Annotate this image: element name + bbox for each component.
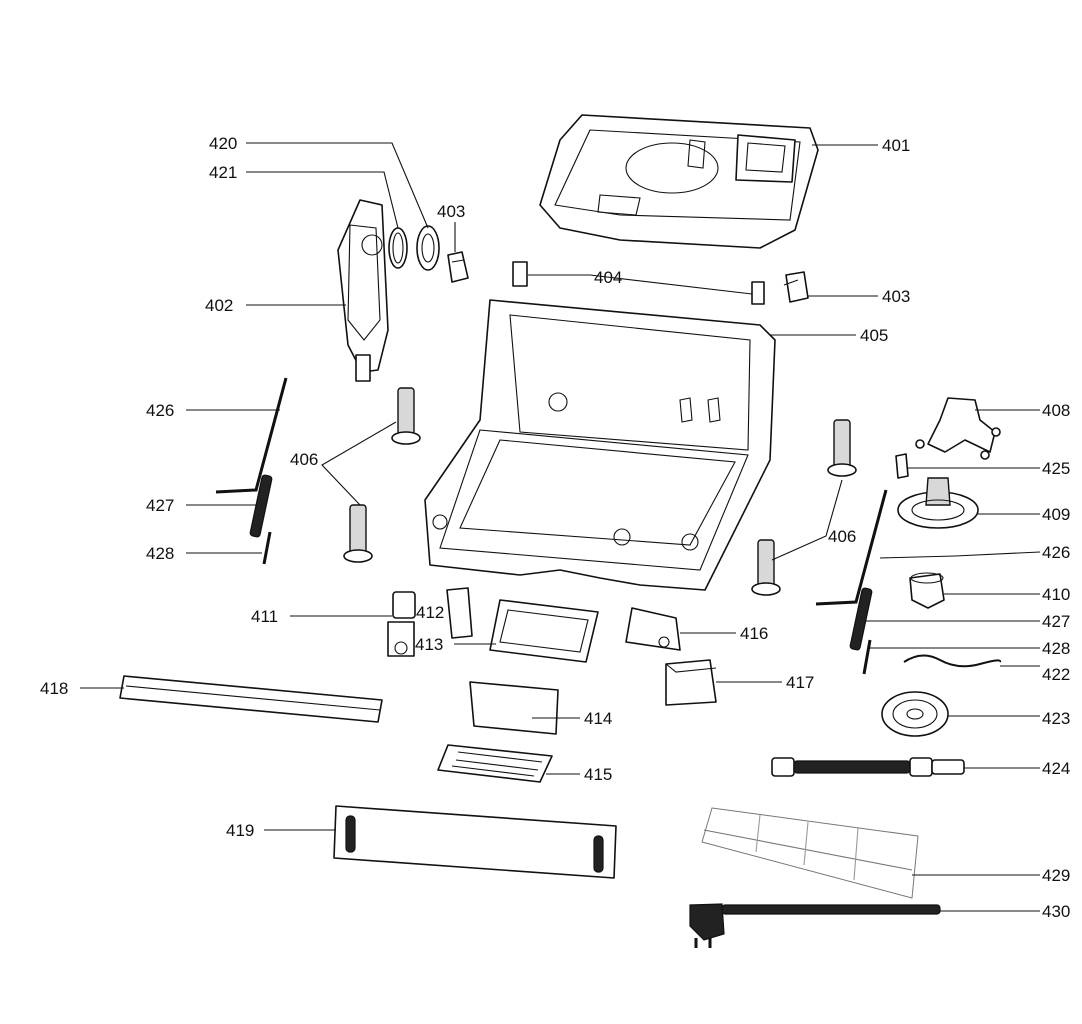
part-415-filter-tray	[437, 744, 553, 783]
callout-426-right: 426	[1042, 543, 1070, 562]
part-412-bracket	[446, 587, 473, 639]
part-426-rod-right	[815, 489, 888, 606]
part-429-insulation-panel	[701, 807, 919, 899]
callout-408: 408	[1042, 401, 1070, 420]
callout-423: 423	[1042, 709, 1070, 728]
part-423-washer	[881, 691, 949, 737]
callout-405: 405	[860, 326, 888, 345]
callout-430: 430	[1042, 902, 1070, 921]
callout-425: 425	[1042, 459, 1070, 478]
part-403-clip-left	[447, 251, 469, 283]
part-406-foot-2	[343, 504, 373, 563]
part-411-sensor	[387, 591, 416, 657]
callout-416: 416	[740, 624, 768, 643]
part-427-spring-left	[249, 474, 273, 538]
part-408-spray-arm-bracket	[915, 397, 1001, 460]
callout-409: 409	[1042, 505, 1070, 524]
callout-410: 410	[1042, 585, 1070, 604]
callout-429: 429	[1042, 866, 1070, 885]
part-414-circuit-board	[469, 681, 559, 735]
callout-420: 420	[209, 134, 237, 153]
callout-411: 411	[251, 607, 278, 626]
callout-403-left: 403	[437, 202, 465, 221]
callout-419: 419	[226, 821, 254, 840]
callout-402: 402	[205, 296, 233, 315]
part-405-base-frame	[424, 299, 776, 591]
part-404-small-block	[512, 261, 765, 305]
part-428-screw-left	[262, 531, 272, 565]
callout-427-left: 427	[146, 496, 174, 515]
callout-406-right: 406	[828, 527, 856, 546]
part-418-side-rail	[119, 675, 383, 723]
part-413-control-housing	[489, 599, 599, 663]
callout-418: 418	[40, 679, 68, 698]
part-403-clip-right	[783, 271, 809, 303]
callout-427-right: 427	[1042, 612, 1070, 631]
part-401-top-cover	[539, 114, 819, 249]
part-410-cap	[909, 572, 945, 609]
part-422-wire	[903, 654, 1002, 668]
part-424-hose	[771, 757, 965, 777]
callout-401: 401	[882, 136, 910, 155]
part-419-kick-plate	[333, 805, 617, 879]
part-409-filter-disc	[897, 477, 979, 529]
callout-415: 415	[584, 765, 612, 784]
part-402-side-bracket	[337, 199, 389, 382]
part-416-mount-bracket	[625, 607, 681, 651]
callout-422: 422	[1042, 665, 1070, 684]
part-426-rod-left	[215, 377, 288, 494]
callout-404: 404	[594, 268, 622, 287]
part-425-small-clip	[895, 453, 909, 479]
part-406-foot-3	[827, 419, 857, 477]
part-406-foot-4	[751, 539, 781, 596]
part-421-o-ring	[388, 227, 408, 269]
callout-406-left: 406	[290, 450, 318, 469]
callout-417: 417	[786, 673, 814, 692]
callout-403-right: 403	[882, 287, 910, 306]
callout-428-right: 428	[1042, 639, 1070, 658]
part-417-box-cover	[665, 659, 717, 706]
part-420-gasket-disc	[416, 225, 440, 271]
callout-421: 421	[209, 163, 237, 182]
callout-413: 413	[415, 635, 443, 654]
part-428-screw-right	[862, 639, 872, 675]
callout-424: 424	[1042, 759, 1070, 778]
callout-414: 414	[584, 709, 612, 728]
part-427-spring-right	[849, 587, 873, 651]
callout-428-left: 428	[146, 544, 174, 563]
callout-426-left: 426	[146, 401, 174, 420]
part-406-foot-1	[391, 387, 421, 445]
callout-412: 412	[416, 603, 444, 622]
part-430-power-cord	[689, 903, 941, 948]
